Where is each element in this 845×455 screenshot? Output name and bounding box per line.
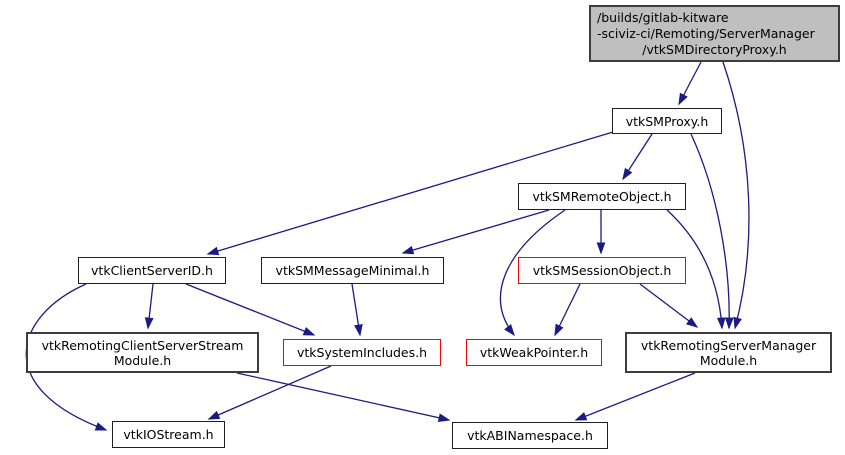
edge-vtkSMSessionObject-to-vtkRemotingServerManagerModule (639, 283, 699, 328)
node-vtkRemotingClientServerStreamModule[interactable]: vtkRemotingClientServerStream Module.h (26, 332, 259, 373)
root-label-line3: /vtkSMDirectoryProxy.h (642, 41, 787, 57)
node-vtkWeakPointer[interactable]: vtkWeakPointer.h (466, 339, 602, 366)
edge-vtkRemotingServerManagerModule-to-vtkABINamespace (574, 372, 696, 421)
node-vtkSMMessageMinimal[interactable]: vtkSMMessageMinimal.h (261, 257, 444, 284)
root-label-line2: -sciviz-ci/Remoting/ServerManager (597, 25, 815, 41)
node-vtkClientServerID[interactable]: vtkClientServerID.h (78, 257, 226, 284)
edge-vtkSMRemoteObject-to-vtkSMMessageMinimal (401, 209, 550, 255)
node-root-vtkSMDirectoryProxy: /builds/gitlab-kitware -sciviz-ci/Remoti… (589, 5, 840, 62)
edge-vtkRemotingClientServerStreamModule-to-vtkABINamespace (236, 372, 451, 423)
node-vtkABINamespace[interactable]: vtkABINamespace.h (452, 422, 608, 449)
node-vtkSystemIncludes[interactable]: vtkSystemIncludes.h (283, 339, 441, 366)
edge-vtkSMMessageMinimal-to-vtkSystemIncludes (351, 283, 363, 337)
edge-vtkSMProxy-to-vtkRemotingServerManagerModule (690, 133, 734, 330)
node-vtkSMRemoteObject[interactable]: vtkSMRemoteObject.h (518, 183, 686, 210)
edge-vtkSMRemoteObject-to-vtkRemotingServerManagerModule (666, 209, 726, 330)
node-vtkIOStream[interactable]: vtkIOStream.h (112, 421, 225, 448)
edge-vtkSystemIncludes-to-vtkIOStream (207, 365, 332, 420)
node-vtkRemotingServerManagerModule[interactable]: vtkRemotingServerManager Module.h (625, 332, 832, 373)
edge-vtkSMProxy-to-vtkClientServerID (206, 131, 614, 256)
node-vtkSMSessionObject[interactable]: vtkSMSessionObject.h (518, 257, 686, 284)
edge-vtkClientServerID-to-vtkRemotingClientServerStreamModule (144, 283, 154, 330)
node-vtkSMProxy[interactable]: vtkSMProxy.h (612, 108, 722, 134)
edge-root-to-vtkRemotingServerManagerModule (722, 61, 750, 330)
edge-vtkSMProxy-to-vtkSMRemoteObject (622, 133, 653, 181)
edge-vtkClientServerID-to-vtkSystemIncludes (185, 283, 316, 336)
edge-vtkSMRemoteObject-to-vtkWeakPointer (499, 209, 566, 337)
edge-root-to-vtkSMProxy (678, 61, 702, 106)
root-label-line1: /builds/gitlab-kitware (597, 9, 729, 25)
edge-vtkSMSessionObject-to-vtkWeakPointer (554, 283, 581, 337)
